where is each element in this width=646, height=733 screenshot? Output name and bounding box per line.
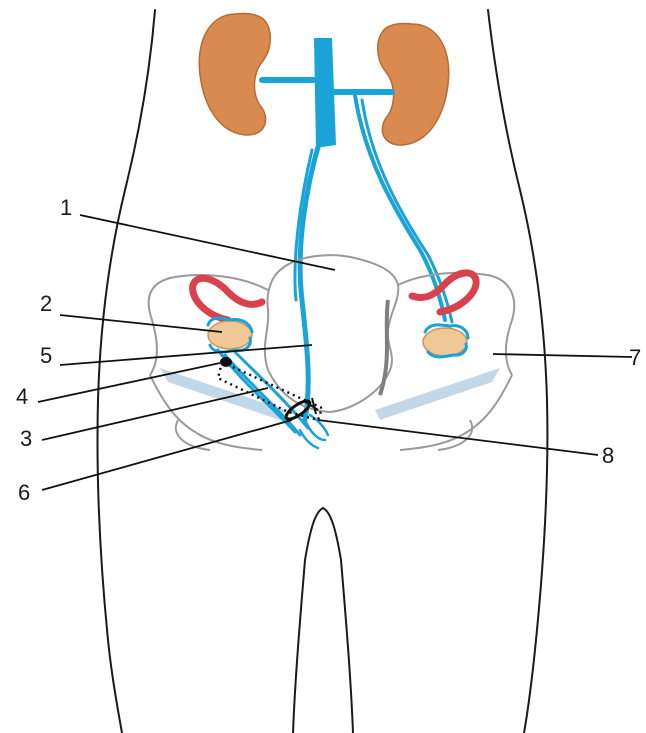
left-kidney [199, 13, 270, 135]
leader-8 [318, 420, 598, 455]
inferior-vena-cava [262, 38, 392, 148]
label-3: 3 [20, 426, 32, 451]
left-ovary [208, 318, 252, 352]
label-6: 6 [18, 480, 30, 505]
right-kidney [378, 23, 449, 145]
label-5: 5 [40, 343, 52, 368]
leader-lines [38, 215, 632, 490]
label-1: 1 [60, 195, 72, 220]
label-8: 8 [602, 443, 614, 468]
leader-7 [493, 354, 632, 357]
label-2: 2 [40, 291, 52, 316]
left-ovarian-vein [295, 140, 320, 420]
left-uterine-artery [193, 278, 262, 320]
leader-5 [60, 345, 312, 365]
label-7: 7 [629, 345, 641, 370]
right-ovary [423, 325, 468, 357]
label-4: 4 [16, 384, 28, 409]
leader-3 [42, 388, 268, 440]
leader-2 [60, 315, 222, 332]
coil-marker-4 [220, 357, 232, 367]
